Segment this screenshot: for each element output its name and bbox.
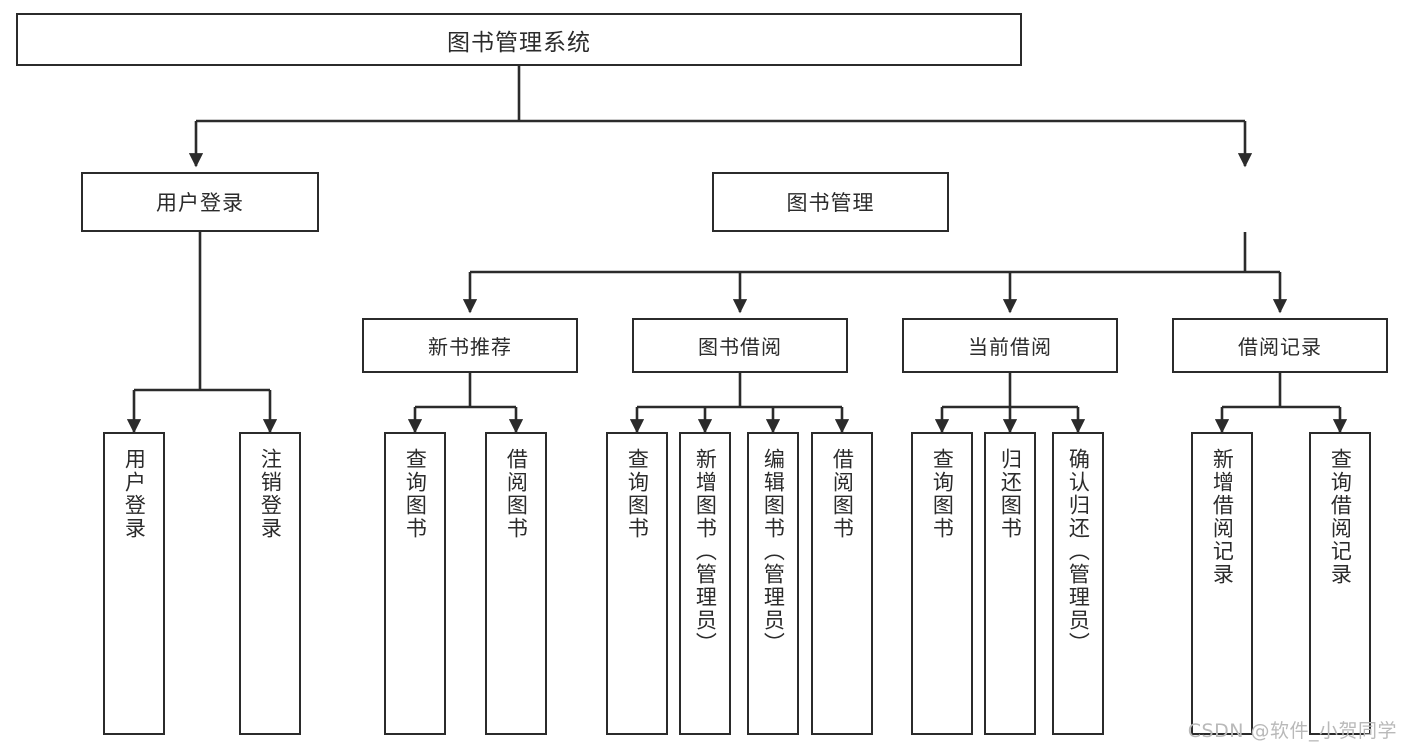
node-root[interactable]: 图书管理系统	[16, 13, 1022, 66]
leaf-confirm-return-admin[interactable]: 确认归还（管理员）	[1052, 432, 1104, 735]
csdn-watermark: CSDN @软件_小贺同学	[1187, 720, 1397, 742]
leaf-logout-label: 注销登录	[258, 448, 283, 540]
node-book-management[interactable]: 图书管理	[712, 172, 949, 232]
leaf-borrow-book-recommend-label: 借阅图书	[504, 448, 529, 540]
node-borrow-record[interactable]: 借阅记录	[1172, 318, 1388, 373]
node-book-borrow[interactable]: 图书借阅	[632, 318, 848, 373]
node-user-login[interactable]: 用户登录	[81, 172, 319, 232]
leaf-edit-book-admin[interactable]: 编辑图书（管理员）	[747, 432, 799, 735]
leaf-add-book-admin-label: 新增图书（管理员）	[693, 448, 718, 655]
leaf-query-book-recommend[interactable]: 查询图书	[384, 432, 446, 735]
node-root-label: 图书管理系统	[447, 29, 591, 56]
leaf-query-book-borrow-label: 查询图书	[625, 448, 650, 540]
leaf-query-book-current[interactable]: 查询图书	[911, 432, 973, 735]
leaf-add-borrow-record-label: 新增借阅记录	[1210, 448, 1235, 586]
node-new-book-recommend-label: 新书推荐	[428, 335, 512, 359]
node-current-borrow-label: 当前借阅	[968, 335, 1052, 359]
node-user-login-label: 用户登录	[156, 191, 244, 215]
leaf-return-book-label: 归还图书	[998, 448, 1023, 540]
leaf-borrow-book-label: 借阅图书	[830, 448, 855, 540]
leaf-query-borrow-record-label: 查询借阅记录	[1328, 448, 1353, 586]
node-new-book-recommend[interactable]: 新书推荐	[362, 318, 578, 373]
leaf-logout[interactable]: 注销登录	[239, 432, 301, 735]
leaf-query-borrow-record[interactable]: 查询借阅记录	[1309, 432, 1371, 735]
leaf-add-book-admin[interactable]: 新增图书（管理员）	[679, 432, 731, 735]
leaf-borrow-book-recommend[interactable]: 借阅图书	[485, 432, 547, 735]
leaf-query-book-current-label: 查询图书	[930, 448, 955, 540]
leaf-user-login[interactable]: 用户登录	[103, 432, 165, 735]
leaf-query-book-borrow[interactable]: 查询图书	[606, 432, 668, 735]
node-current-borrow[interactable]: 当前借阅	[902, 318, 1118, 373]
leaf-return-book[interactable]: 归还图书	[984, 432, 1036, 735]
leaf-add-borrow-record[interactable]: 新增借阅记录	[1191, 432, 1253, 735]
leaf-edit-book-admin-label: 编辑图书（管理员）	[761, 448, 786, 655]
leaf-query-book-recommend-label: 查询图书	[403, 448, 428, 540]
node-book-management-label: 图书管理	[786, 191, 875, 215]
leaf-user-login-label: 用户登录	[122, 448, 147, 540]
node-book-borrow-label: 图书借阅	[698, 335, 782, 359]
leaf-borrow-book[interactable]: 借阅图书	[811, 432, 873, 735]
node-borrow-record-label: 借阅记录	[1238, 335, 1322, 359]
leaf-confirm-return-admin-label: 确认归还（管理员）	[1066, 448, 1091, 655]
